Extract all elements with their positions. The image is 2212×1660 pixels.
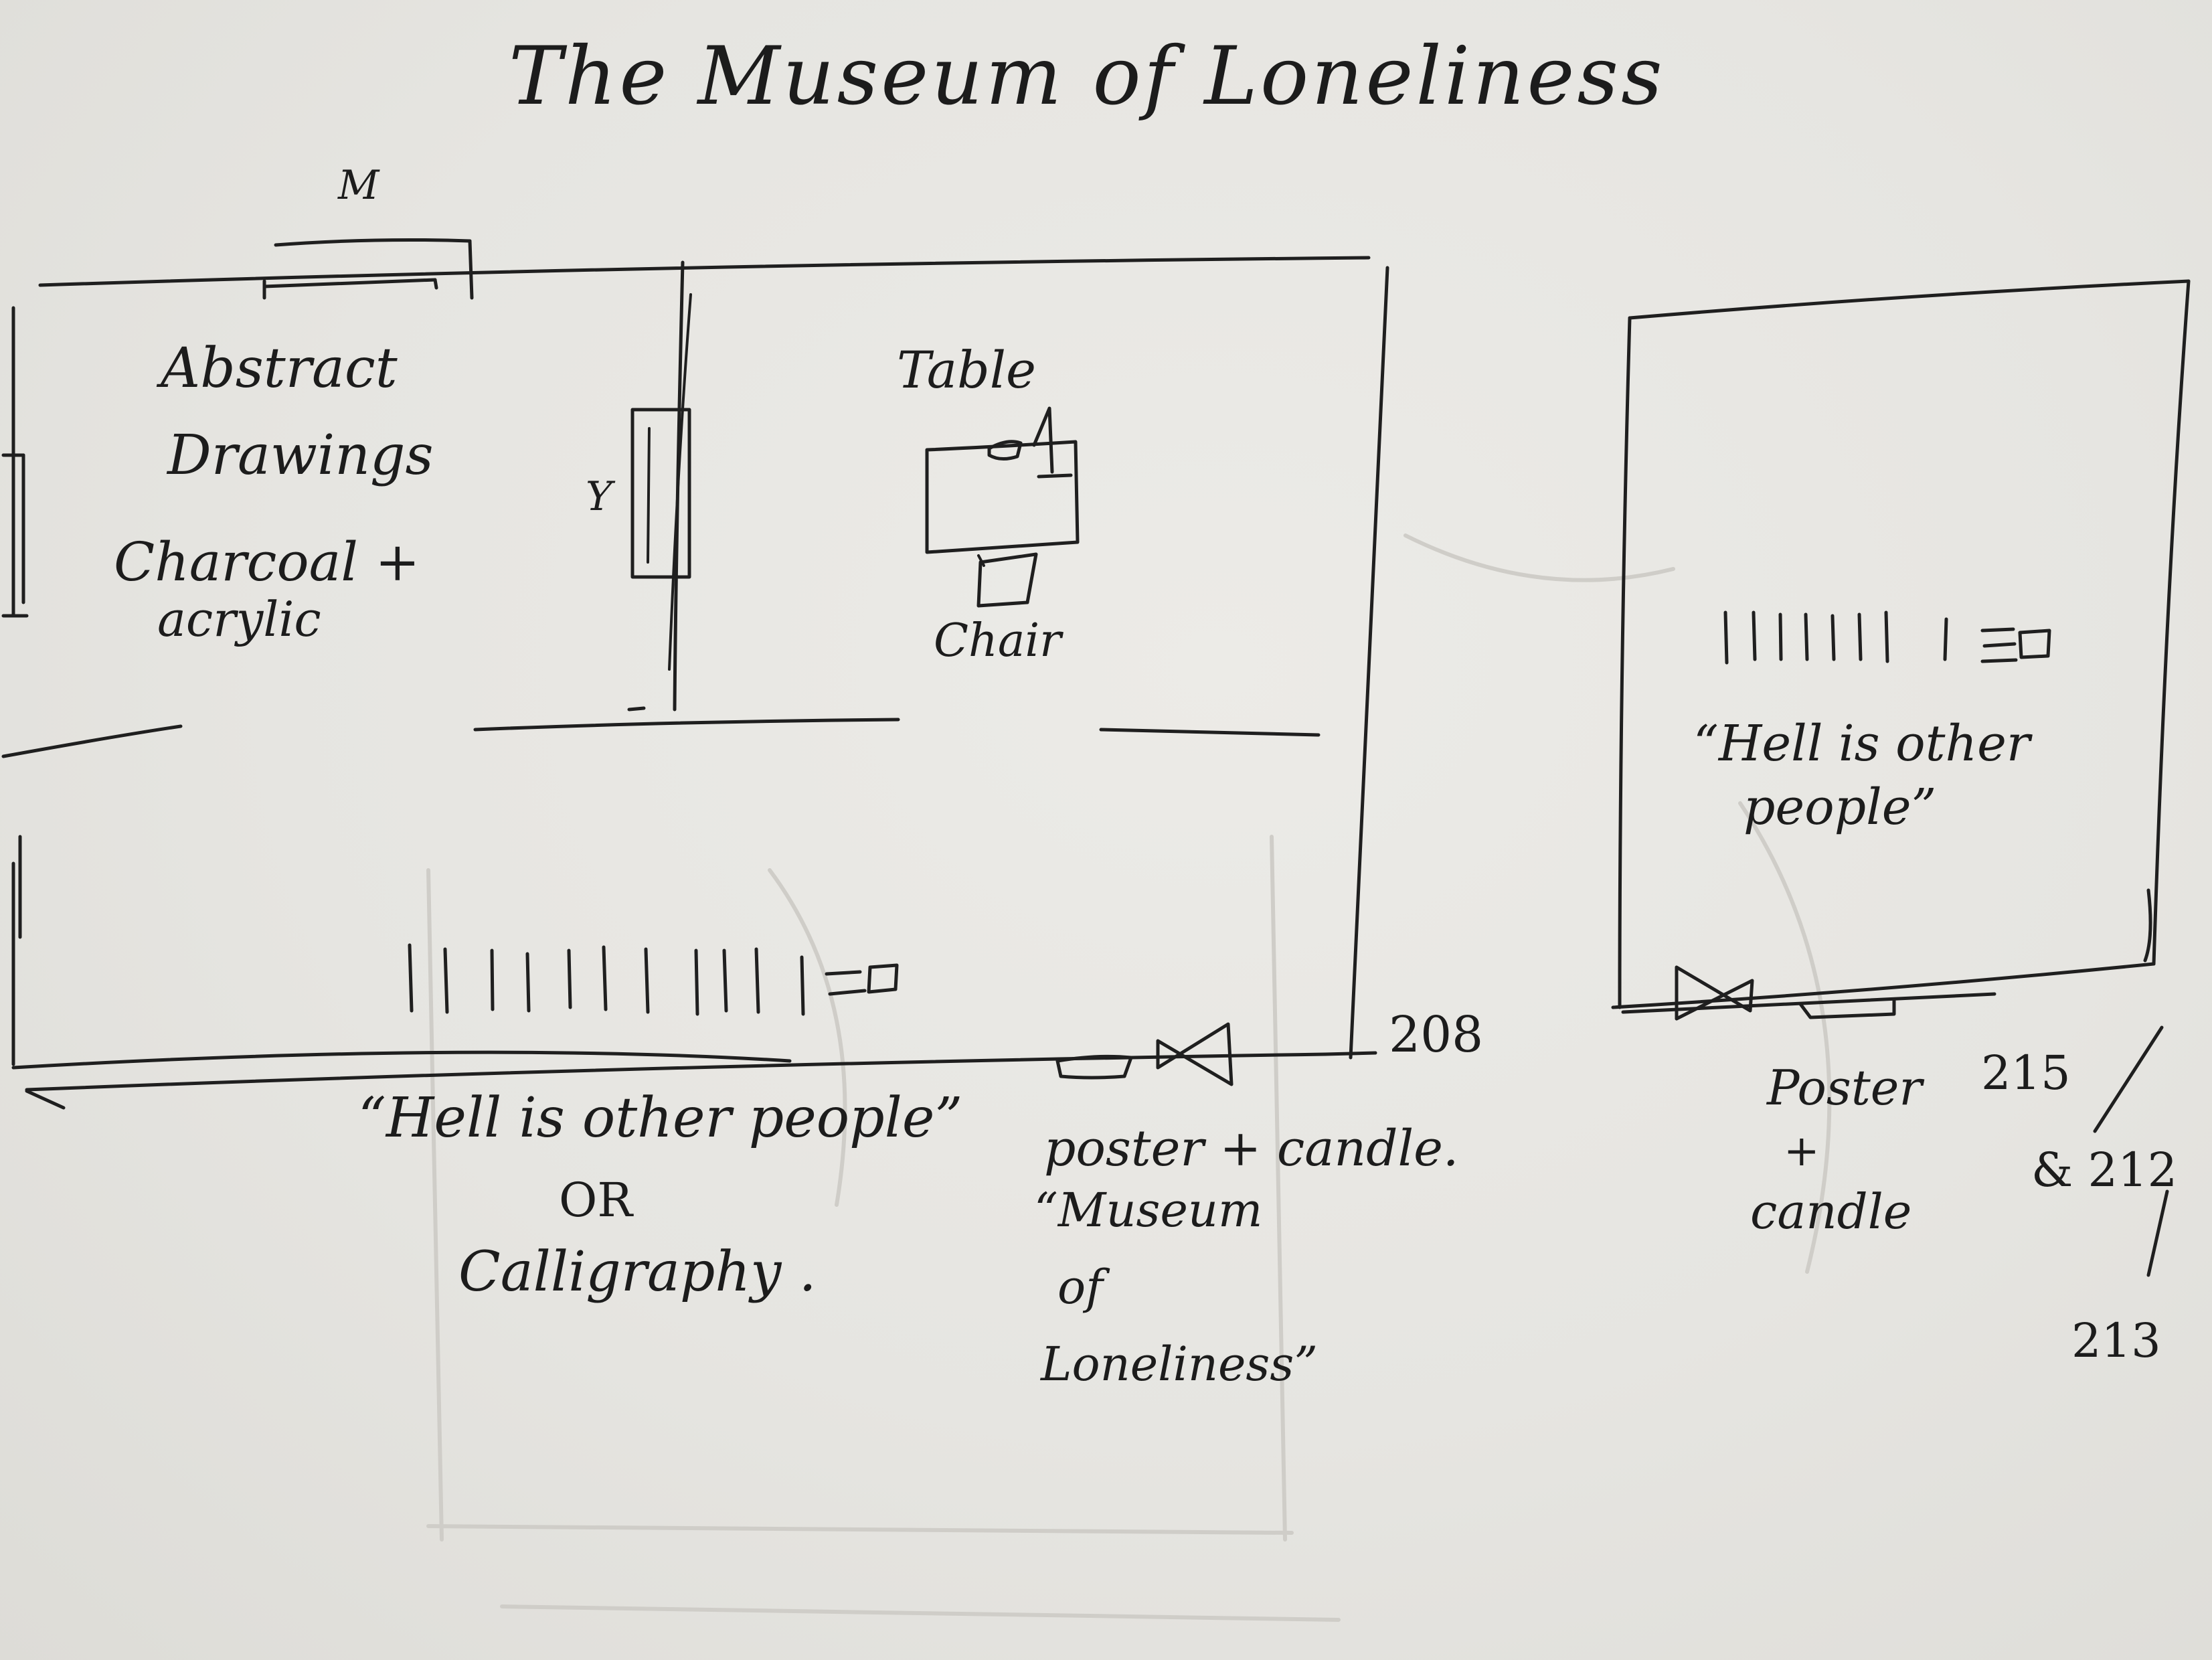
chair-label: Chair [934, 614, 1061, 667]
poster-and-candle-208 [1055, 1022, 1233, 1086]
entrance-note-215-line-3: candle [1750, 1183, 1912, 1240]
poster-text-line-1: “Museum [1034, 1183, 1263, 1238]
wall-text-option-2: Calligraphy . [458, 1240, 817, 1304]
room-number-213: 213 [2071, 1313, 2161, 1368]
entrance-note-215-line-1: Poster [1767, 1060, 1922, 1116]
wall-text-215-line-2: people” [1743, 778, 1937, 836]
room-208-number: 208 [1389, 1006, 1484, 1064]
room-number-212: & 212 [2031, 1143, 2178, 1197]
wall-note-line-1: Abstract [161, 337, 398, 400]
wall-text-marks-215 [1723, 610, 2051, 665]
room-208-walls [1, 238, 1389, 1110]
partition-wall [627, 260, 692, 712]
wall-note-line-2: Drawings [167, 424, 434, 487]
bleed-through-marks [426, 533, 1832, 1622]
wall-text-marks-208 [408, 943, 899, 1016]
poster-text-line-3: Loneliness” [1041, 1337, 1318, 1392]
wall-note-line-3: Charcoal + [114, 531, 420, 593]
room-215-walls [1611, 279, 2191, 1014]
entrance-note-215-line-2: + [1784, 1127, 1820, 1176]
marker-m-label: M [338, 162, 379, 209]
wall-note-line-4: acrylic [157, 591, 321, 647]
or-label: OR [559, 1173, 633, 1228]
marker-y-label: Y [586, 473, 612, 520]
room-number-slashes [2093, 1025, 2169, 1277]
room-number-215: 215 [1981, 1046, 2071, 1100]
table-and-chair [925, 406, 1080, 608]
wall-text-215-line-1: “Hell is other [1693, 715, 2031, 772]
poster-text-line-2: of [1057, 1260, 1104, 1315]
entrance-note-208: poster + candle. [1044, 1120, 1459, 1177]
table-label: Table [897, 340, 1037, 400]
poster-and-candle-215 [1675, 965, 1896, 1021]
sketch-title: The Museum of Loneliness [509, 30, 1665, 123]
wall-text-option-1: “Hell is other people” [358, 1086, 963, 1150]
